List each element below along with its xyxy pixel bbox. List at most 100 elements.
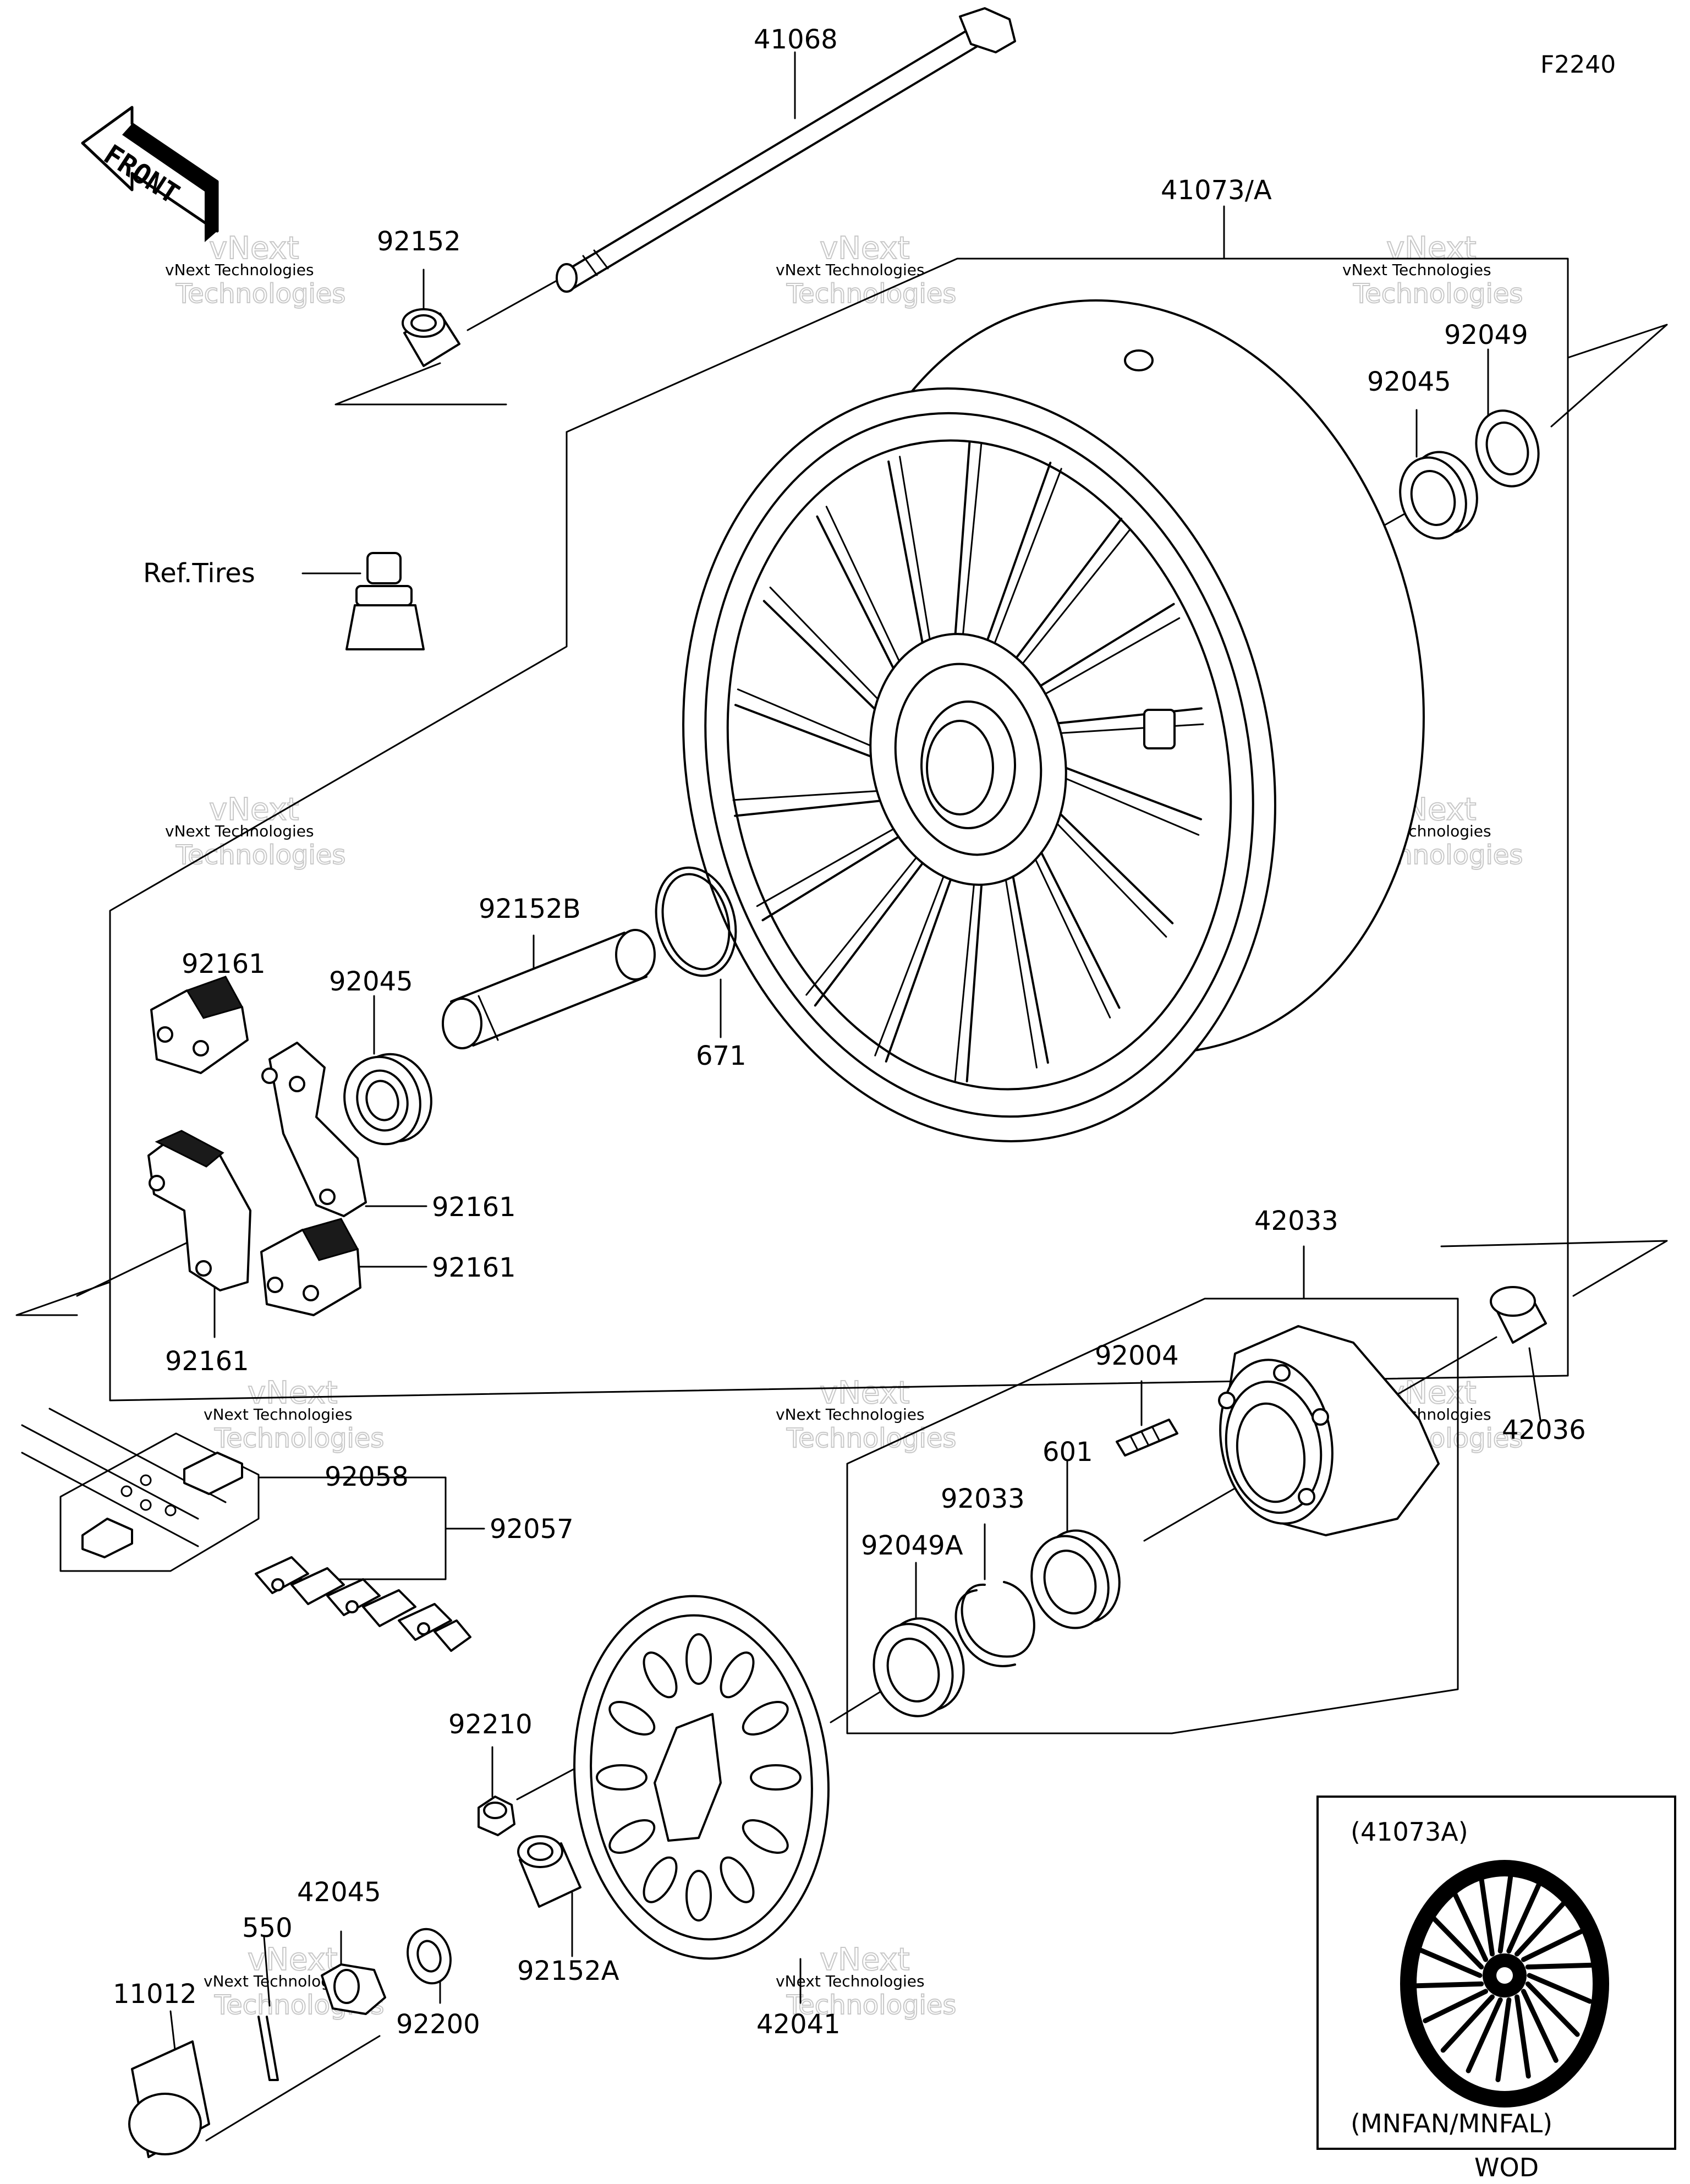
circlip-92033: [954, 1581, 1035, 1667]
spoke-line: [989, 468, 1062, 657]
label-92057: 92057: [490, 1514, 574, 1545]
watermark-brand: vNext: [248, 1375, 338, 1411]
watermark-brand: vNext: [820, 1375, 910, 1411]
watermark-word: Technologies: [1353, 278, 1523, 309]
part-labels: 41068 41073/A 92152 92049 92045 Ref.Tire…: [113, 24, 1586, 2040]
label-92152: 92152: [377, 226, 461, 257]
spoke-line: [899, 456, 935, 664]
watermark-caption: vNext Technologies: [776, 1972, 925, 1990]
label-92200: 92200: [396, 2009, 480, 2040]
cap-11012: [128, 2040, 210, 2158]
label-42045: 42045: [297, 1877, 381, 1908]
label-92045-mid: 92045: [329, 966, 413, 997]
spoke-line: [1030, 831, 1121, 1009]
sprocket-cutout: [742, 1701, 789, 1736]
spoke-line: [965, 869, 984, 1082]
sprocket-cutout: [720, 1856, 755, 1903]
spoke-line: [769, 587, 895, 716]
spoke-line: [1014, 528, 1131, 673]
sprocket-cutout: [742, 1819, 789, 1854]
wheel-variant-inset: (41073A) (MNFAN/MNFAL) WOD: [1316, 1796, 1676, 2182]
hub-dampers-92161: [147, 976, 367, 1316]
bearing-92045-mid: [343, 1053, 432, 1146]
spoke-line: [756, 824, 902, 907]
spoke-line: [885, 869, 955, 1063]
spoke-line: [1515, 1898, 1569, 1957]
valve-stem: [345, 552, 425, 650]
spoke-line: [1478, 1872, 1495, 1957]
label-92161-b: 92161: [432, 1192, 516, 1223]
bearing-601: [1030, 1529, 1121, 1629]
watermark-caption: vNext Technologies: [776, 261, 925, 279]
spoke-line: [1414, 1981, 1484, 1989]
spoke-line: [734, 704, 887, 763]
sprocket-cutout: [608, 1701, 656, 1736]
axle: [556, 7, 1016, 293]
spoke-line: [1525, 1962, 1595, 1970]
rear-sprocket-42041: [573, 1595, 830, 1960]
spoke-line: [1451, 1888, 1489, 1962]
watermark-caption: vNext Technologies: [1342, 261, 1491, 279]
sprocket-cutout: [596, 1764, 648, 1791]
label-92210: 92210: [448, 1709, 533, 1740]
sprocket-cutout: [720, 1651, 755, 1699]
spoke-line: [1440, 1994, 1495, 2053]
drive-chain: [21, 1408, 471, 1652]
label-11012: 11012: [113, 1979, 197, 2010]
spoke-line: [814, 856, 928, 1007]
label-42033: 42033: [1254, 1206, 1338, 1236]
sprocket-cutout: [608, 1819, 656, 1854]
spoke-line: [1044, 707, 1203, 726]
watermark-word: Technologies: [786, 278, 956, 309]
watermark-word: Technologies: [786, 1423, 956, 1454]
label-92045-top: 92045: [1367, 366, 1451, 397]
watermark-word: Technologies: [786, 1990, 956, 2021]
sprocket-cutout: [685, 1870, 712, 1922]
spoke-line: [1044, 798, 1174, 924]
watermark-caption: vNext Technologies: [776, 1405, 925, 1424]
bearing-92045-top: [1399, 451, 1478, 540]
collar-92152a: [517, 1835, 581, 1908]
label-92161-d: 92161: [165, 1346, 249, 1377]
cotter-pin-550: [257, 2016, 279, 2081]
spoke-line: [1042, 808, 1167, 938]
spoke-line: [825, 506, 911, 685]
watermark-brand: vNext: [820, 231, 910, 266]
label-92152b: 92152B: [479, 894, 581, 924]
spoke-line: [981, 462, 1052, 655]
spoke-line: [1049, 771, 1200, 836]
inset-footer: WOD: [1474, 2153, 1539, 2182]
spoke-line: [954, 871, 976, 1082]
spoke-line: [1429, 1914, 1484, 1970]
label-41073a: 41073/A: [1161, 175, 1272, 206]
spoke-line: [737, 688, 887, 753]
o-ring-671: [655, 866, 737, 977]
castle-nut-42045: [321, 1963, 386, 2015]
oil-seal-92049: [1475, 409, 1540, 488]
front-direction-arrow-icon: FRONT: [81, 106, 219, 242]
label-92004: 92004: [1095, 1340, 1179, 1371]
spoke-line: [1521, 1928, 1587, 1962]
inset-variant: (MNFAN/MNFAL): [1351, 2109, 1552, 2138]
watermark-word: Technologies: [175, 840, 345, 871]
washer-92200: [407, 1928, 452, 1985]
inset-wheel-spokes: [1414, 1869, 1595, 2082]
spoke-line: [1008, 517, 1123, 668]
label-671: 671: [696, 1041, 747, 1071]
spoke-line: [805, 851, 922, 996]
watermark-brand: vNext: [209, 231, 299, 266]
spoke-line: [1497, 1869, 1514, 1954]
collar-92152: [402, 308, 460, 367]
sprocket-cutout: [685, 1633, 712, 1685]
spoke-line: [1030, 603, 1175, 693]
label-92058: 92058: [325, 1462, 409, 1492]
spoke-line: [1506, 1878, 1544, 1954]
inset-title: (41073A): [1351, 1817, 1468, 1847]
spoke-line: [887, 460, 928, 668]
label-601: 601: [1042, 1437, 1093, 1468]
label-41068: 41068: [754, 24, 838, 55]
spoke-line: [1515, 1994, 1531, 2079]
spoke-line: [960, 442, 983, 654]
sprocket-hub-42033: [1218, 1325, 1440, 1536]
spoke-line: [1008, 856, 1049, 1064]
